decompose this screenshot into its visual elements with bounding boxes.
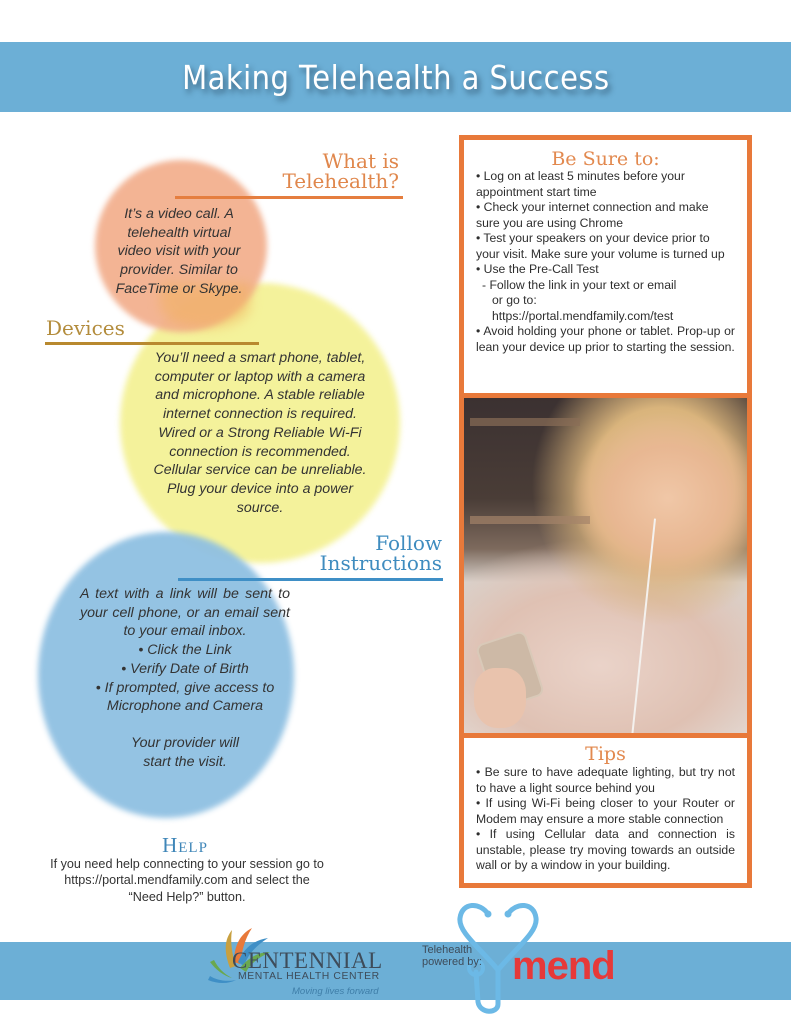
- devices-divider: [45, 342, 259, 345]
- list-item: • Test your speakers on your device prio…: [476, 231, 725, 261]
- footer-banner: [0, 942, 791, 1000]
- help-body: If you need help connecting to your sess…: [50, 857, 324, 904]
- follow-heading: Follow Instructions: [319, 531, 442, 575]
- be-sure-list: • Log on at least 5 minutes before your …: [476, 169, 735, 355]
- telehealth-powered-by: Telehealth powered by:: [422, 944, 482, 968]
- list-item: • If using Wi-Fi being closer to your Ro…: [476, 796, 735, 826]
- follow-step: • Click the Link: [138, 642, 232, 659]
- woman-phone-photo: [464, 393, 747, 738]
- help-heading: Help: [162, 833, 208, 857]
- follow-intro: A text with a link will be sent to your …: [80, 586, 290, 640]
- pre-call-test-link[interactable]: https://portal.mendfamily.com/test: [492, 308, 674, 323]
- list-subitem: or go to:: [492, 293, 537, 307]
- centennial-leaf-icon: [208, 928, 270, 983]
- follow-step: • If prompted, give access to Microphone…: [95, 679, 275, 715]
- list-item: • Log on at least 5 minutes before your …: [476, 169, 685, 199]
- list-subitem: - Follow the link in your text or email: [482, 277, 677, 292]
- what-is-divider: [175, 196, 403, 199]
- list-item: • Check your internet connection and mak…: [476, 200, 709, 230]
- list-item: • If using Cellular data and connection …: [476, 827, 735, 872]
- centennial-tagline: Moving lives forward: [292, 986, 379, 997]
- page-title: Making Telehealth a Success: [181, 57, 610, 97]
- centennial-subtitle: MENTAL HEALTH CENTER: [238, 971, 380, 982]
- follow-body: A text with a link will be sent to your …: [80, 585, 290, 771]
- follow-outro: start the visit.: [143, 753, 227, 770]
- stethoscope-heart-icon: [457, 903, 539, 1014]
- circle-overlap: [160, 283, 250, 328]
- follow-divider: [178, 578, 443, 581]
- mend-logo: mend: [512, 944, 616, 988]
- devices-body: You’ll need a smart phone, tablet, compu…: [153, 350, 367, 516]
- list-item: • Use the Pre-Call Test: [476, 262, 599, 276]
- devices-heading: Devices: [46, 316, 125, 340]
- tips-list: • Be sure to have adequate lighting, but…: [476, 765, 735, 874]
- what-is-body: It’s a video call. A telehealth virtual …: [115, 206, 243, 297]
- what-is-heading: What is Telehealth?: [282, 149, 399, 193]
- title-banner: Making Telehealth a Success: [0, 42, 791, 112]
- list-item: • Be sure to have adequate lighting, but…: [476, 765, 735, 795]
- centennial-name: CENTENNIAL: [232, 948, 383, 973]
- follow-outro: Your provider will: [130, 734, 240, 751]
- right-panel: Be Sure to: • Log on at least 5 minutes …: [459, 135, 752, 888]
- be-sure-heading: Be Sure to:: [551, 148, 660, 170]
- follow-step: • Verify Date of Birth: [121, 660, 249, 677]
- list-item: • Avoid holding your phone or tablet. Pr…: [476, 324, 735, 354]
- tips-heading: Tips: [585, 743, 626, 765]
